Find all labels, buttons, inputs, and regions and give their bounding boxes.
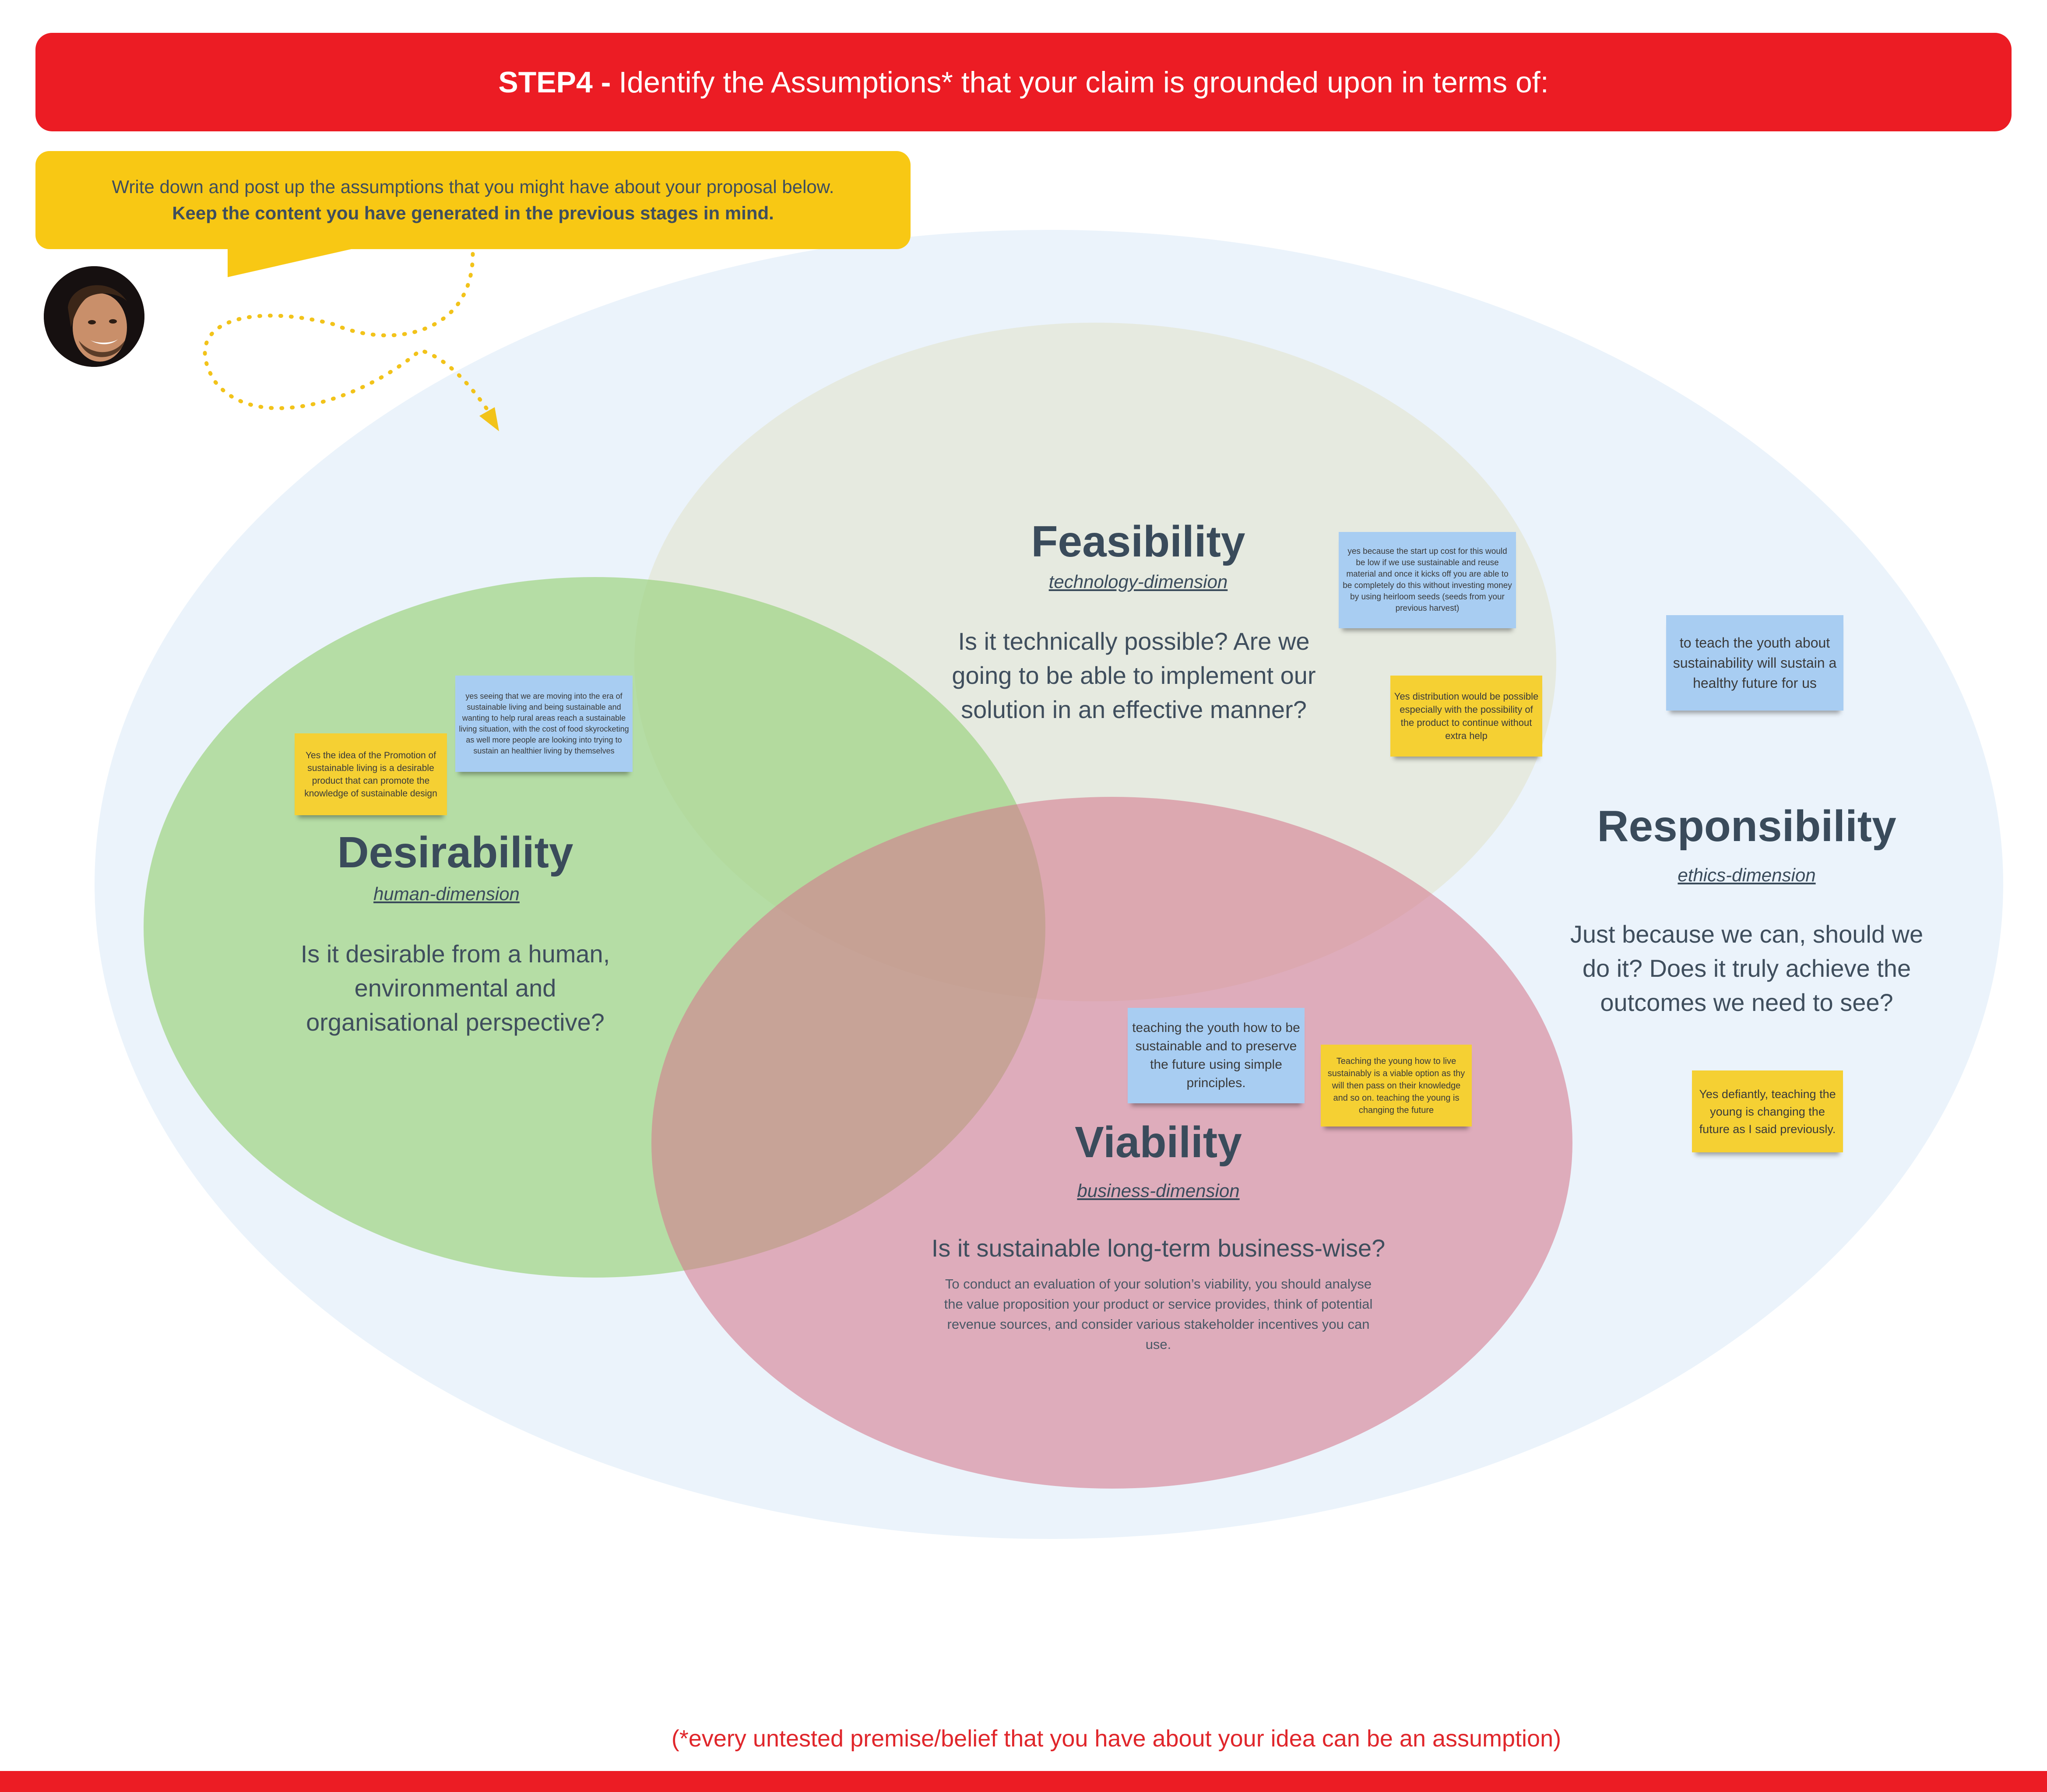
feasibility-title: Feasibility <box>1031 517 1245 566</box>
viability-note: To conduct an evaluation of your solutio… <box>944 1276 1373 1352</box>
responsibility-title: Responsibility <box>1597 802 1896 851</box>
bubble-tail <box>228 247 359 277</box>
instruction-text: Write down and post up the assumptions t… <box>112 176 834 197</box>
instruction-bubble: Write down and post up the assumptions t… <box>35 151 911 249</box>
arrowhead-icon <box>479 407 499 431</box>
facilitator-portrait-icon <box>44 266 144 367</box>
sticky-note[interactable]: teaching the youth how to be sustainable… <box>1128 1008 1305 1103</box>
bottom-bar <box>0 1771 2047 1792</box>
sticky-note[interactable]: Yes defiantly, teaching the young is cha… <box>1692 1070 1843 1152</box>
step-label: STEP4 - <box>498 65 611 99</box>
desirability-title: Desirability <box>337 828 573 877</box>
instruction-emphasis: Keep the content you have generated in t… <box>172 203 774 223</box>
responsibility-question: Just because we can, should we do it? Do… <box>1570 920 1924 1016</box>
viability-question: Is it sustainable long-term business-wis… <box>931 1234 1386 1262</box>
viability-subtitle: business-dimension <box>1077 1180 1240 1201</box>
sticky-note[interactable]: Yes distribution would be possible espec… <box>1390 676 1542 757</box>
viability-title: Viability <box>1075 1118 1242 1167</box>
sticky-note[interactable]: Teaching the young how to live sustainab… <box>1321 1045 1472 1127</box>
feasibility-question: Is it technically possible? Are we going… <box>952 627 1316 723</box>
sticky-note[interactable]: yes seeing that we are moving into the e… <box>455 676 633 772</box>
sticky-note[interactable]: to teach the youth about sustainability … <box>1666 615 1843 711</box>
desirability-question: Is it desirable from a human, environmen… <box>300 940 610 1036</box>
desirability-subtitle: human-dimension <box>373 884 520 904</box>
feasibility-subtitle: technology-dimension <box>1048 571 1228 592</box>
footnote: (*every untested premise/belief that you… <box>671 1725 1562 1752</box>
sticky-note[interactable]: yes because the start up cost for this w… <box>1339 532 1516 628</box>
step-banner: STEP4 - Identify the Assumptions* that y… <box>35 33 2012 131</box>
sticky-note[interactable]: Yes the idea of the Promotion of sustain… <box>295 733 447 815</box>
avatar <box>44 266 144 367</box>
step-title: Identify the Assumptions* that your clai… <box>619 65 1549 99</box>
responsibility-subtitle: ethics-dimension <box>1678 865 1816 885</box>
dotted-arrow-path <box>203 252 497 422</box>
viability-ellipse <box>651 797 1572 1489</box>
